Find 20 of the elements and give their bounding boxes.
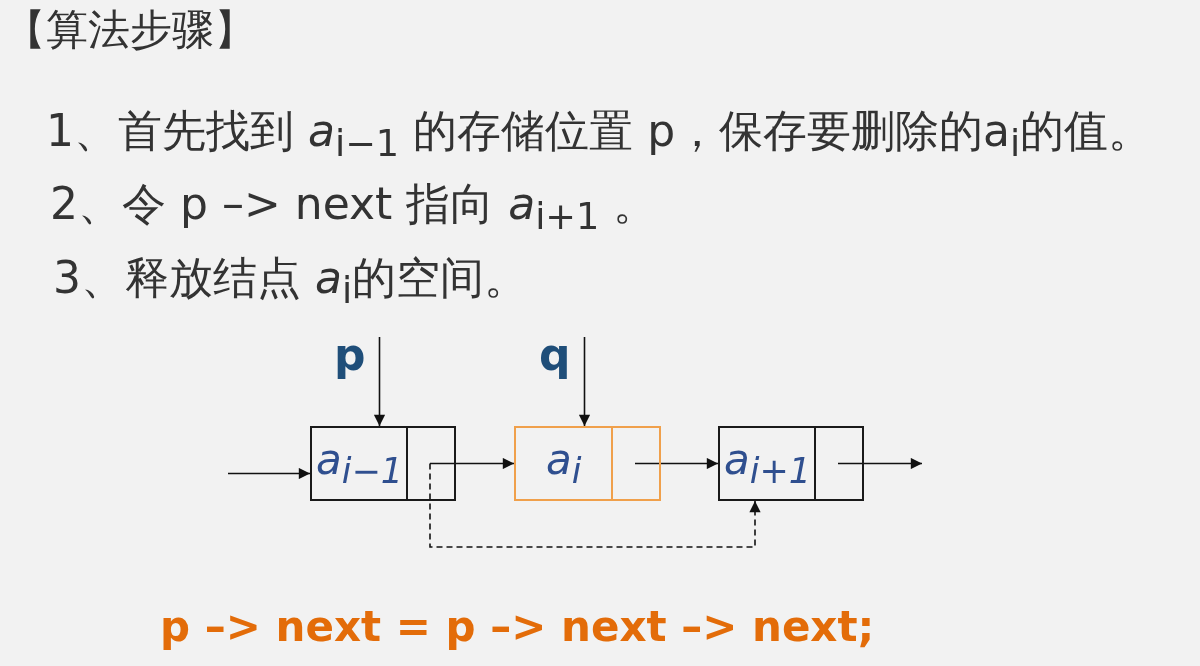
- arrow: [373, 336, 386, 427]
- arrow: [634, 457, 719, 470]
- step-text: 3、释放结点 a$_{i}$的空间。: [53, 253, 529, 312]
- list-node-box: [514, 426, 661, 501]
- code-line: p –> next = p –> next –> next;: [160, 603, 875, 652]
- arrow: [227, 467, 311, 480]
- arrow: [578, 336, 591, 427]
- arrow: [837, 457, 923, 470]
- list-node-box: [718, 426, 864, 501]
- node-value: a$_{i}$: [546, 439, 582, 490]
- arrow: [429, 457, 515, 470]
- pointer-label: p: [334, 333, 366, 377]
- heading: 【算法步骤】: [4, 6, 256, 55]
- step-text: 1、首先找到 a$_{i−1}$ 的存储位置 p，保存要删除的a$_{i}$的值。: [46, 106, 1153, 165]
- node-value: a$_{i+1}$: [724, 439, 812, 490]
- dashed-arrow: [429, 462, 761, 548]
- node-value: a$_{i−1}$: [316, 439, 404, 490]
- list-node-box: [310, 426, 456, 501]
- step-text: 2、令 p –> next 指向 a$_{i+1}$ 。: [50, 179, 658, 238]
- pointer-label: q: [539, 333, 571, 377]
